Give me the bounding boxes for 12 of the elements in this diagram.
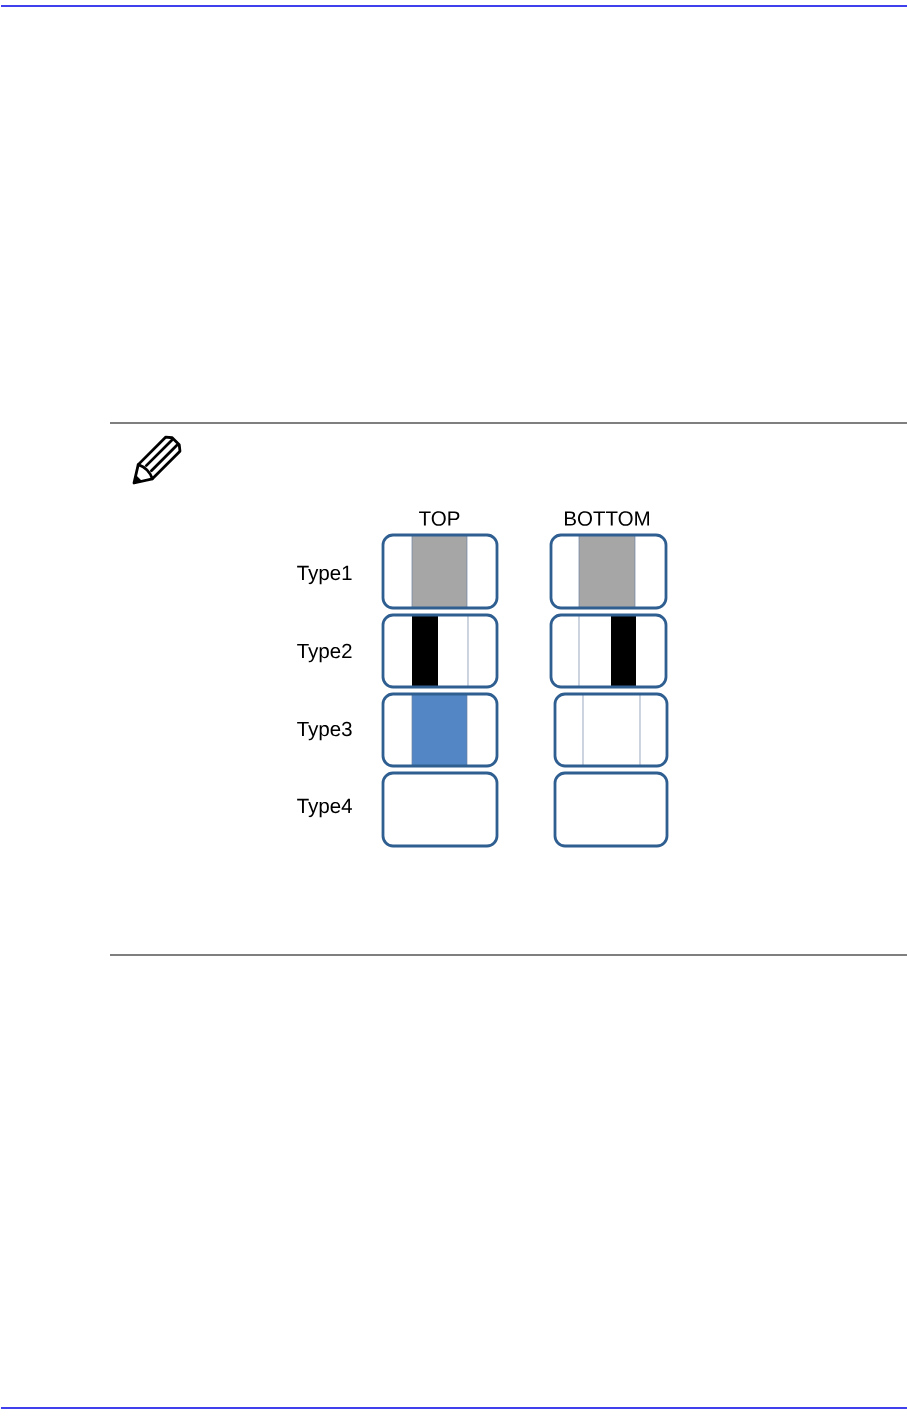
component-box xyxy=(549,533,668,610)
component-box xyxy=(381,692,499,768)
row-label: Type4 xyxy=(297,798,352,818)
component-box xyxy=(553,692,669,768)
component-box xyxy=(381,771,499,848)
row-label: Type3 xyxy=(297,721,352,741)
row-label: Type2 xyxy=(297,643,352,663)
row-label: Type1 xyxy=(297,565,352,585)
component-box xyxy=(549,613,668,689)
component-box xyxy=(381,533,499,610)
component-box xyxy=(381,613,499,689)
component-box xyxy=(553,771,669,848)
